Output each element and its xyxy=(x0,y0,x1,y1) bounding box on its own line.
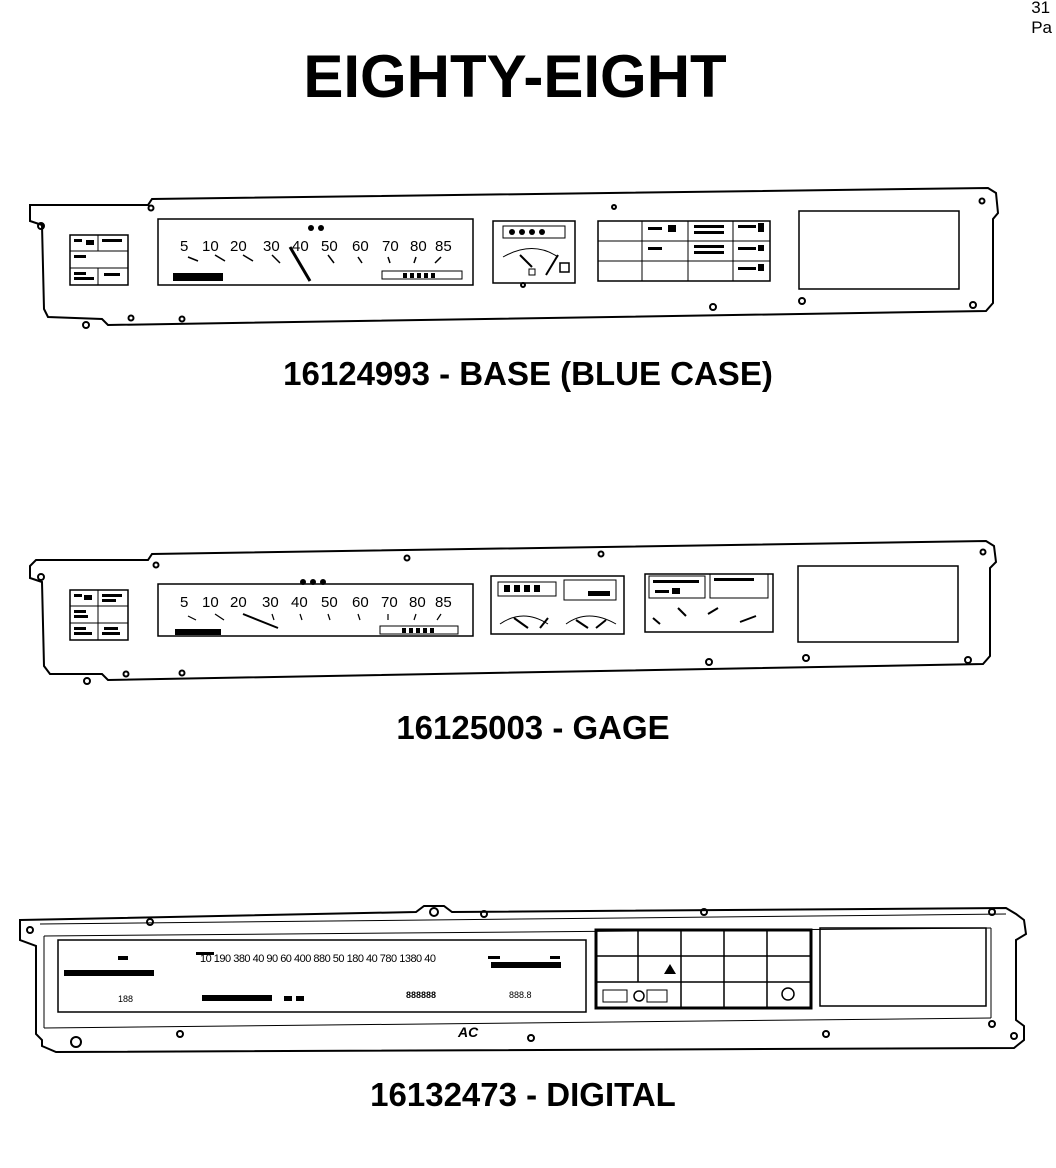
speed-label: 50 xyxy=(321,238,338,255)
speed-scale-base: 5 10 20 30 40 50 60 70 80 85 xyxy=(180,238,460,260)
digital-temp: 188 xyxy=(118,994,134,1004)
speed-scale-gage: 5 10 20 30 40 50 60 70 80 85 xyxy=(180,594,460,616)
digital-odometer: 888888 xyxy=(406,990,437,1000)
speed-label: 5 xyxy=(180,594,189,611)
speed-label: 40 xyxy=(291,594,308,611)
cluster-digital-drawing xyxy=(16,900,1031,1058)
speed-label: 85 xyxy=(435,238,452,255)
digital-speed-readout: 10 190 380 40 90 60 400 880 50 180 40 78… xyxy=(200,953,436,965)
speed-label: 40 xyxy=(292,238,309,255)
ac-marking: AC xyxy=(458,1024,479,1040)
speed-label: 30 xyxy=(263,238,280,255)
speed-label: 60 xyxy=(352,594,369,611)
page-corner-label: 31 Pa xyxy=(1031,0,1052,38)
corner-line-2: Pa xyxy=(1031,18,1052,37)
speed-label: 30 xyxy=(262,594,279,611)
caption-gage: 16125003 - GAGE xyxy=(396,709,670,746)
cluster-gage-drawing xyxy=(28,538,1003,688)
corner-line-1: 31 xyxy=(1031,0,1051,17)
cluster-base-drawing xyxy=(28,185,1003,333)
caption-digital: 16132473 - DIGITAL xyxy=(370,1076,676,1113)
speed-label: 50 xyxy=(321,594,338,611)
speed-label: 80 xyxy=(409,594,426,611)
speed-label: 70 xyxy=(381,594,398,611)
caption-base: 16124993 - BASE (BLUE CASE) xyxy=(283,355,773,392)
speed-label: 5 xyxy=(180,238,189,255)
speed-label: 80 xyxy=(410,238,427,255)
speed-label: 10 xyxy=(202,594,219,611)
speed-label: 85 xyxy=(435,594,452,611)
page-title: EIGHTY-EIGHT xyxy=(303,43,727,110)
digital-trip: 888.8 xyxy=(509,990,532,1000)
speed-label: 20 xyxy=(230,238,247,255)
speed-label: 20 xyxy=(230,594,247,611)
speed-label: 10 xyxy=(202,238,219,255)
speed-label: 70 xyxy=(382,238,399,255)
speed-label: 60 xyxy=(352,238,369,255)
